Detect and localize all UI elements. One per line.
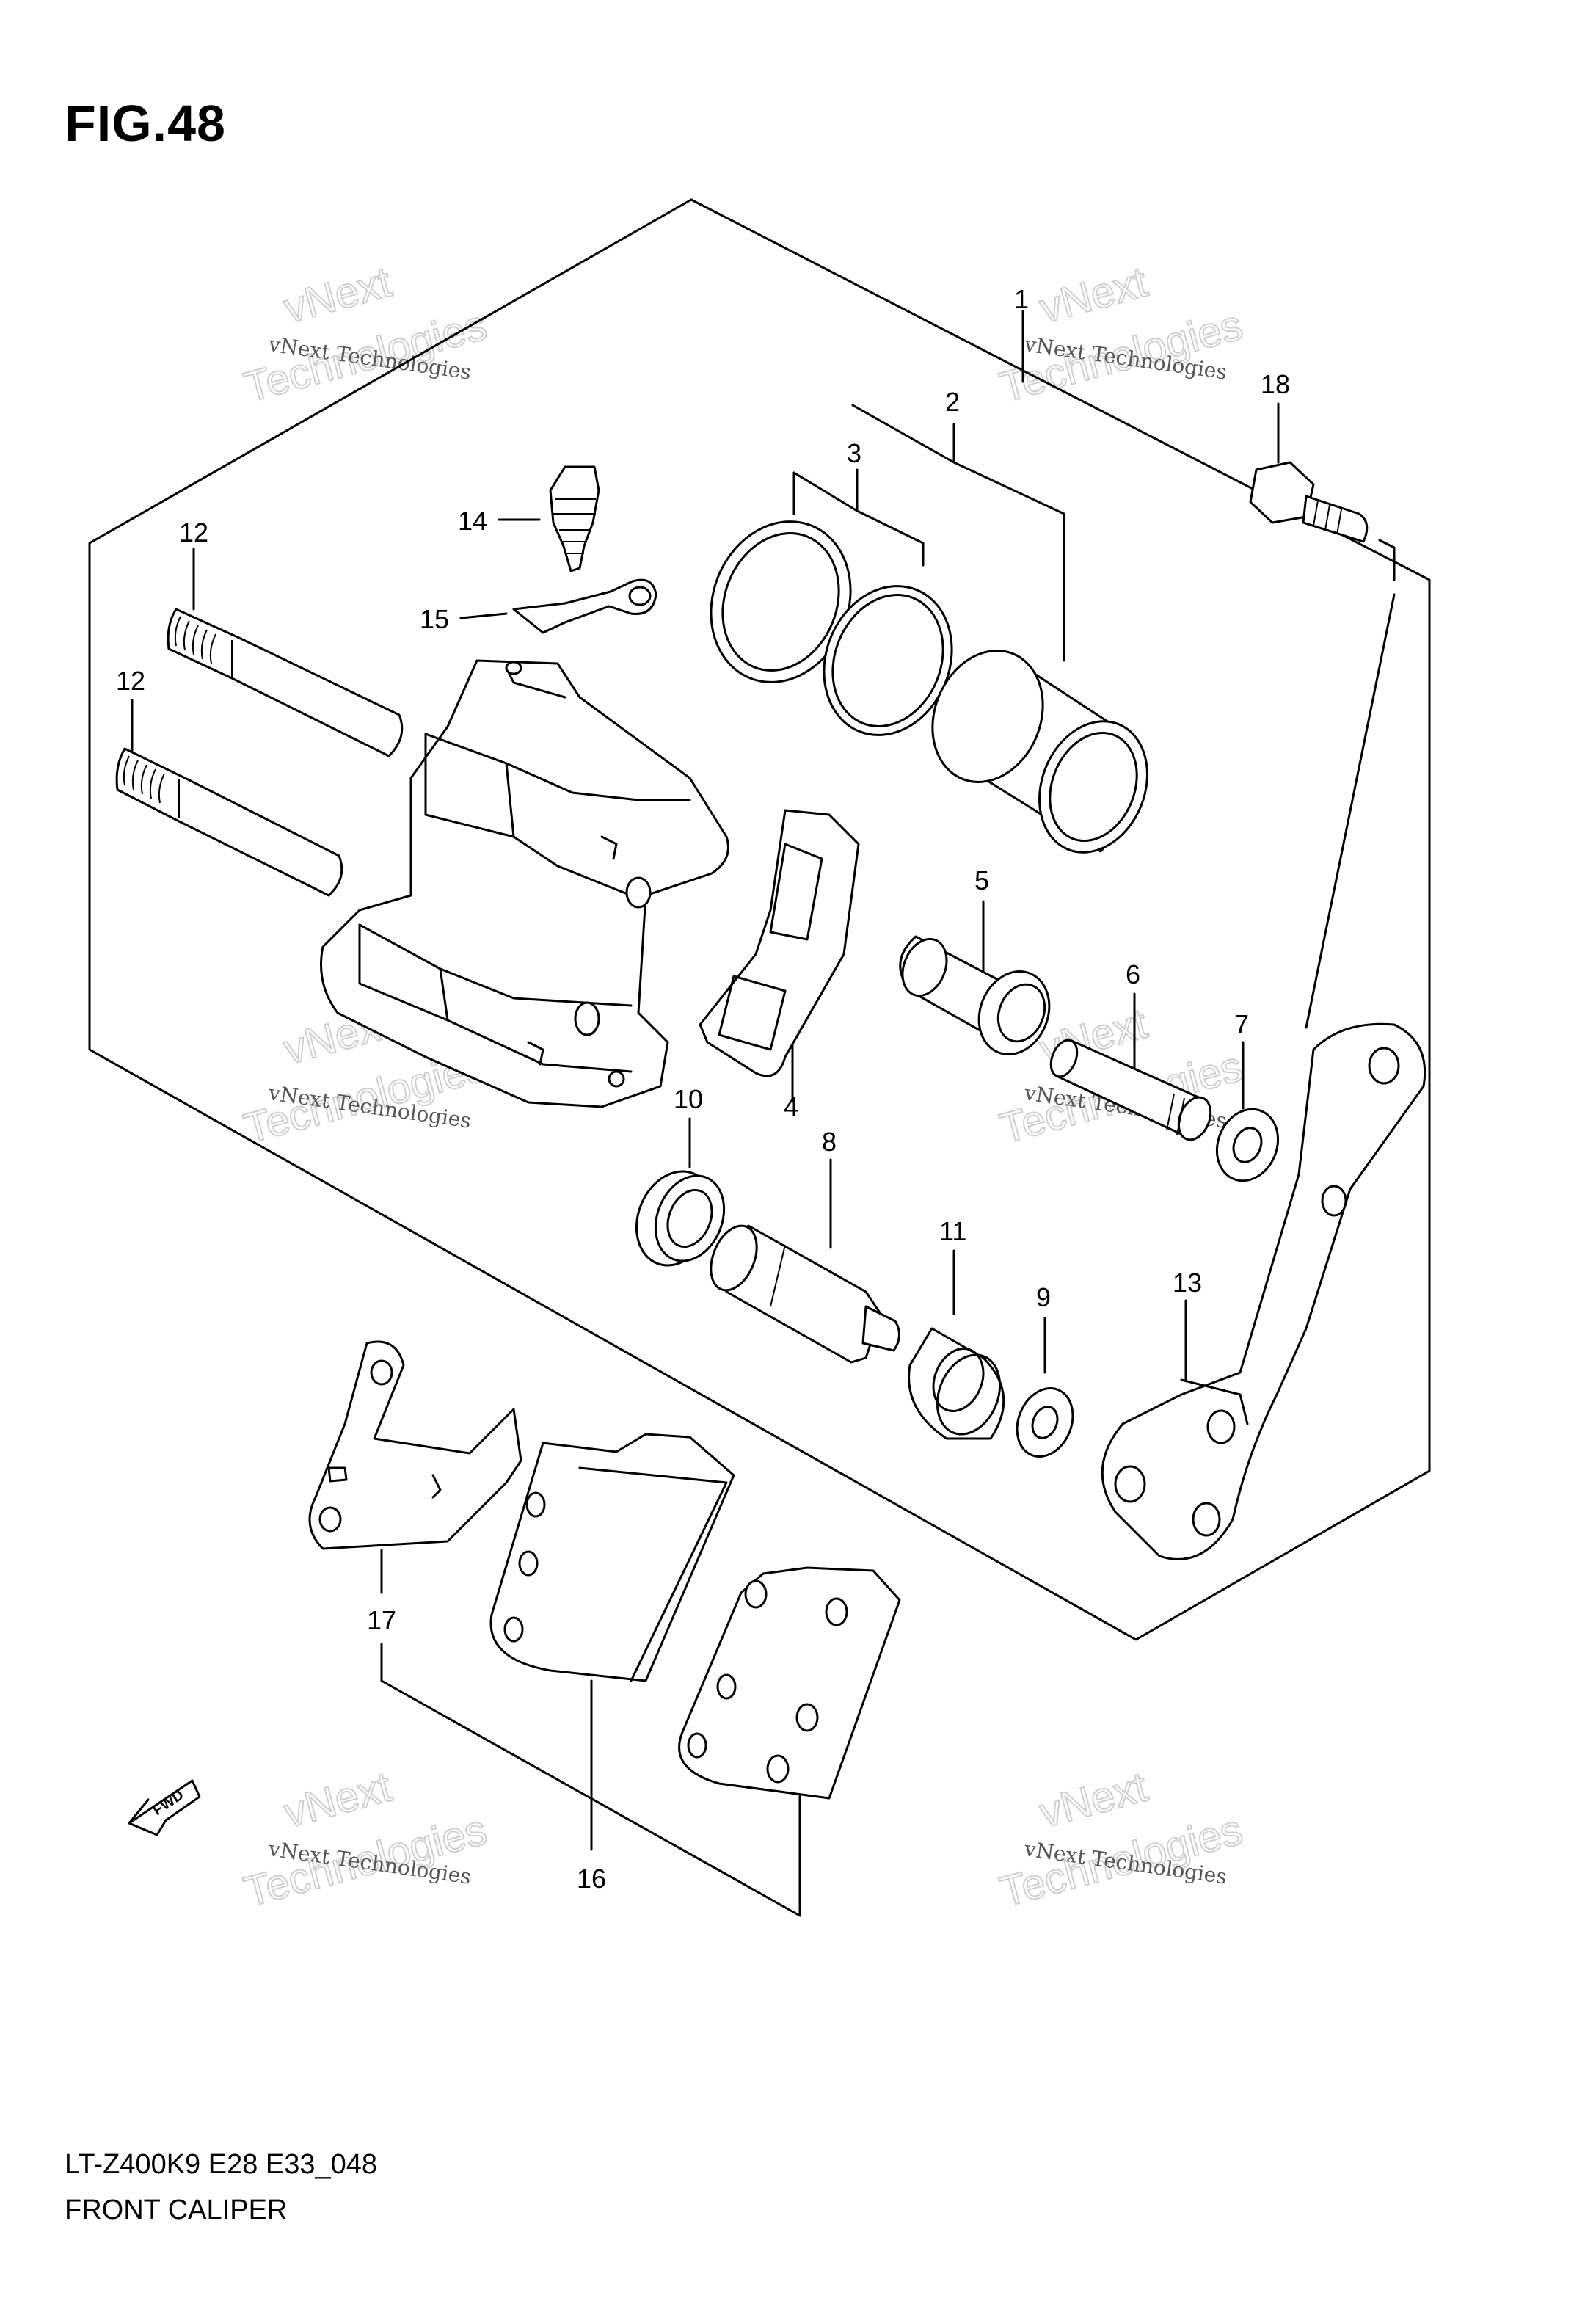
- part-17-shim: [308, 1340, 522, 1550]
- part-16-brake-pad-rear: [678, 1566, 901, 1800]
- watermark-vnext: vNext: [1035, 1763, 1152, 1837]
- assembly-outline: [88, 198, 1431, 1641]
- part-14-bleeder-screw: [549, 465, 600, 572]
- callout-11: 11: [939, 1216, 966, 1246]
- callout-18: 18: [1261, 369, 1290, 399]
- callout-12-upper: 12: [179, 517, 208, 548]
- callout-12-lower: 12: [116, 666, 145, 696]
- part-2-piston: [931, 650, 1148, 854]
- callout-3: 3: [847, 438, 861, 468]
- part-13-bracket: [1101, 1022, 1426, 1560]
- watermark-vnext: vNext: [1035, 258, 1152, 332]
- part-11-boot: [908, 1327, 1005, 1440]
- leader-lines: [131, 310, 1396, 1917]
- callout-9: 9: [1036, 1282, 1051, 1312]
- callout-labels: 1 2 3 4 5 6 7 8 9 10 11 12 12 13 14 15 1…: [116, 284, 1290, 1894]
- part-6-pin: [1049, 1038, 1212, 1141]
- part-7-washer: [1215, 1108, 1280, 1182]
- part-4-pad-spring: [699, 809, 860, 1077]
- part-8-slide-pin: [710, 1224, 900, 1364]
- part-9-washer: [1016, 1386, 1074, 1458]
- callout-4: 4: [784, 1091, 798, 1122]
- callout-2: 2: [945, 387, 960, 417]
- callout-14: 14: [458, 506, 487, 536]
- callout-5: 5: [974, 865, 989, 895]
- model-code: LT-Z400K9 E28 E33_048: [65, 2149, 378, 2180]
- figure-title: FIG.48: [65, 95, 226, 152]
- part-16-brake-pad-front: [489, 1433, 735, 1682]
- callout-8: 8: [822, 1127, 837, 1157]
- callout-7: 7: [1234, 1009, 1249, 1039]
- watermark-vnext: vNext: [279, 258, 396, 332]
- part-5-sleeve: [899, 935, 1051, 1055]
- part-18-bolt: [1249, 461, 1369, 543]
- figure-name: FRONT CALIPER: [65, 2195, 288, 2225]
- part-15-bleeder-cap: [512, 578, 657, 634]
- part-12-pin-lower: [115, 747, 343, 897]
- fwd-arrow-icon: FWD: [128, 1779, 201, 1836]
- callout-1: 1: [1014, 284, 1029, 314]
- callout-10: 10: [674, 1084, 703, 1114]
- part-10-boot: [635, 1170, 726, 1267]
- watermark-vnext: vNext: [279, 1763, 396, 1837]
- part-3-piston-seals: [710, 520, 953, 736]
- callout-13: 13: [1173, 1268, 1202, 1298]
- callout-16: 16: [577, 1864, 606, 1894]
- callout-6: 6: [1126, 959, 1140, 989]
- callout-17: 17: [367, 1605, 396, 1635]
- caliper-body: [320, 659, 729, 1108]
- callout-15: 15: [420, 604, 449, 634]
- part-12-pin-upper: [167, 608, 404, 757]
